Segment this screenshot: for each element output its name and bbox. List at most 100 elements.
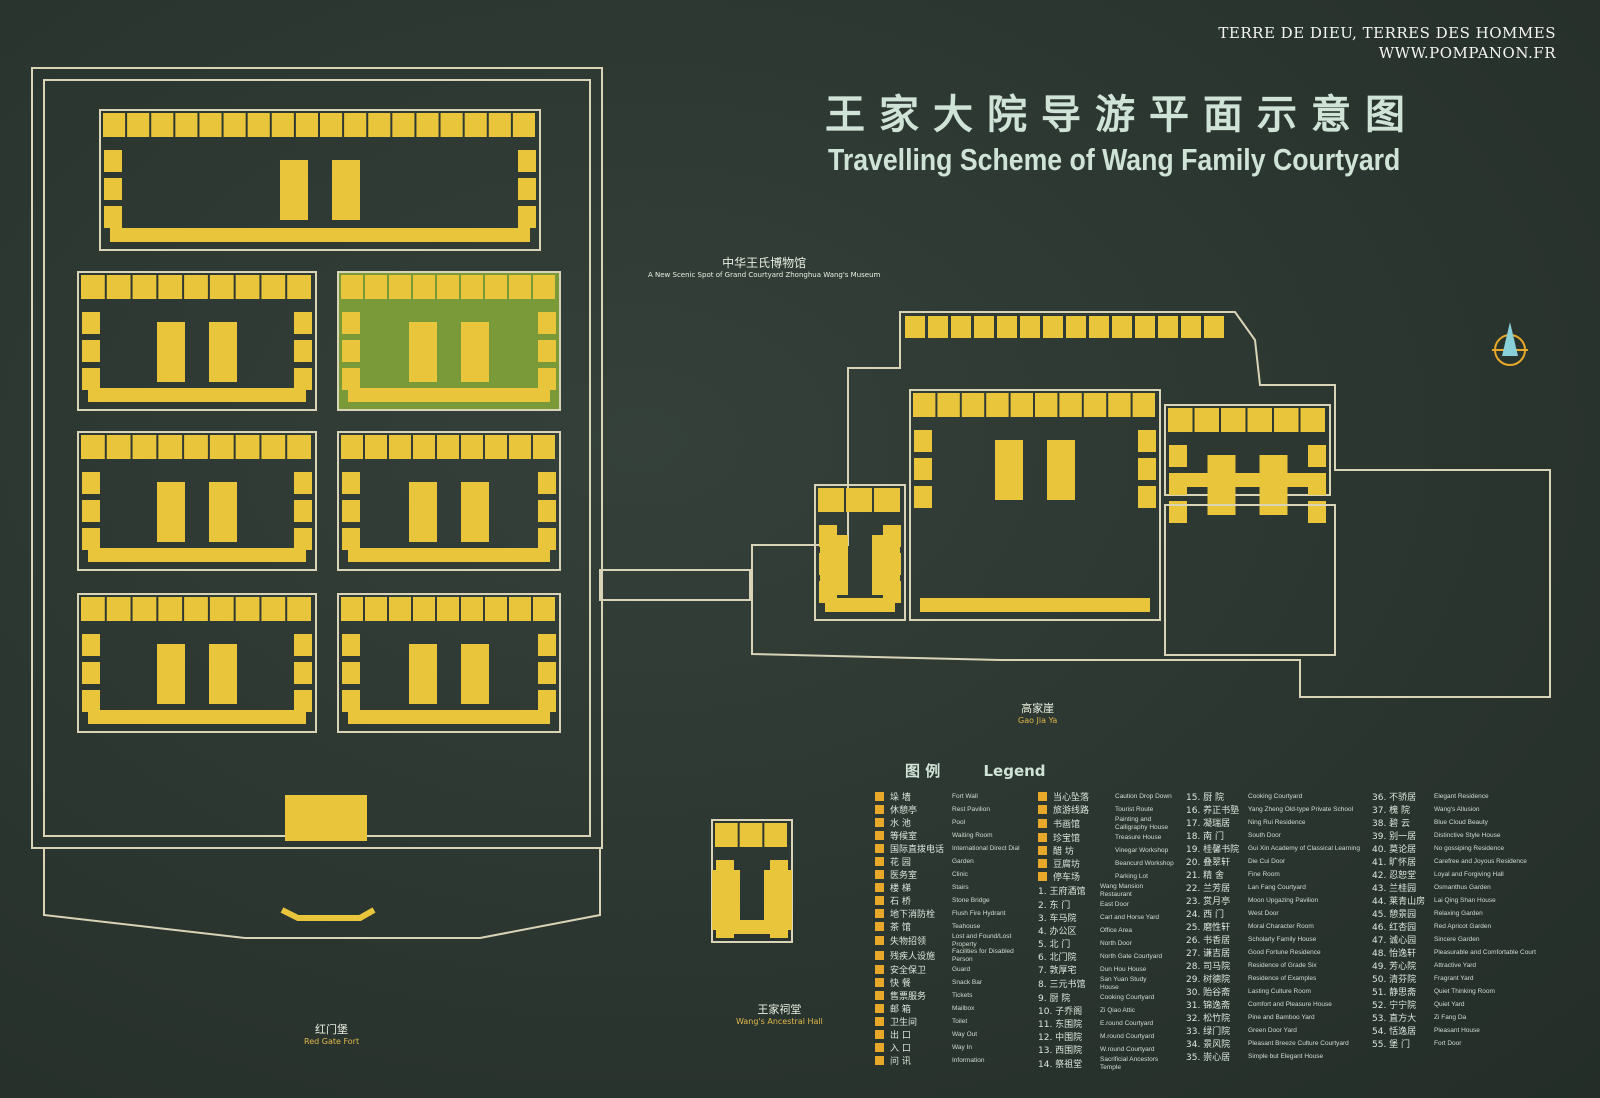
building-block (538, 690, 556, 712)
legend-item-cn: 50. 清芬院 (1372, 975, 1417, 985)
legend-item-cn: 31. 锦逸斋 (1186, 1001, 1231, 1011)
building-block (1169, 501, 1187, 523)
building-block (538, 500, 556, 522)
legend-symbol-icon (875, 936, 884, 945)
legend-item-cn: 47. 诚心园 (1372, 936, 1417, 946)
legend-item-cn: 39. 别一居 (1372, 832, 1417, 842)
building-block (413, 275, 435, 299)
building-block (342, 528, 360, 550)
building-block (825, 598, 895, 612)
legend-item-en: Way Out (952, 1030, 978, 1038)
legend-item-en: Carefree and Joyous Residence (1434, 857, 1527, 865)
building-block (437, 597, 459, 621)
building-block (82, 528, 100, 550)
building-block (920, 598, 1150, 612)
legend-item-en: Lasting Culture Room (1248, 987, 1311, 995)
building-block (332, 160, 360, 220)
building-block (209, 322, 237, 382)
legend-item-cn: 地下消防栓 (890, 910, 936, 920)
building-block (874, 488, 900, 512)
building-block (1300, 408, 1325, 432)
building-block (518, 178, 536, 200)
legend-item-en: Elegant Residence (1434, 792, 1489, 800)
building-block (110, 228, 530, 242)
legend-item-cn: 10. 子乔阁 (1038, 1007, 1083, 1017)
building-block (512, 113, 535, 137)
legend-item-en: Information (952, 1056, 985, 1064)
building-block (1169, 445, 1187, 467)
building-block (1035, 393, 1058, 417)
building-block (997, 316, 1017, 338)
legend-item-cn: 44. 莱青山房 (1372, 897, 1426, 907)
legend-item-cn: 55. 堡 门 (1372, 1040, 1411, 1050)
building-block (1308, 445, 1326, 467)
building-block (1135, 316, 1155, 338)
legend-symbol-icon (875, 965, 884, 974)
legend-item-cn: 24. 西 门 (1186, 910, 1225, 920)
building-block (1059, 393, 1082, 417)
legend-item-cn: 33. 绿门院 (1186, 1027, 1231, 1037)
building-block (287, 275, 311, 299)
building-block (913, 393, 936, 417)
legend-item-cn: 4. 办公区 (1038, 927, 1077, 937)
legend-item-cn: 15. 厨 院 (1186, 793, 1225, 803)
legend-item-en: Sacrificial Ancestors Temple (1100, 1056, 1159, 1071)
building-block (81, 597, 105, 621)
building-block (294, 312, 312, 334)
legend-item-en: Lost and Found/Lost Property (952, 933, 1012, 948)
building-block (294, 340, 312, 362)
building-block (294, 662, 312, 684)
legend-item-en: Green Door Yard (1248, 1026, 1297, 1034)
building-block (974, 316, 994, 338)
legend-item-en: Pool (952, 818, 966, 826)
building-block (986, 393, 1009, 417)
gaojiaya-west-courtyard (814, 484, 906, 621)
legend-item-cn: 32. 松竹院 (1186, 1014, 1231, 1024)
legend-item-en: Comfort and Pleasure House (1248, 1000, 1332, 1008)
building-block (106, 435, 131, 459)
building-block (461, 597, 483, 621)
building-block (223, 113, 246, 137)
legend-item-cn: 豆腐坊 (1053, 860, 1081, 870)
building-block (82, 312, 100, 334)
building-block (294, 368, 312, 390)
building-block (538, 312, 556, 334)
building-block (1308, 501, 1326, 523)
legend-symbol-icon (1038, 872, 1047, 881)
legend-header: 图 例 Legend (905, 760, 1084, 781)
building-block (538, 662, 556, 684)
building-block (488, 113, 511, 137)
legend-item-cn: 27. 谦吉居 (1186, 949, 1231, 959)
legend-item-cn: 茶 馆 (890, 923, 911, 933)
building-block (294, 472, 312, 494)
legend-title-en: Legend (983, 762, 1046, 780)
legend-symbol-icon (875, 909, 884, 918)
museum-label-en: A New Scenic Spot of Grand Courtyard Zho… (648, 271, 881, 279)
building-block (82, 500, 100, 522)
building-block (157, 644, 185, 704)
legend-item-en: Residence of Examples (1248, 974, 1317, 982)
building-block (914, 486, 932, 508)
building-block (82, 368, 100, 390)
